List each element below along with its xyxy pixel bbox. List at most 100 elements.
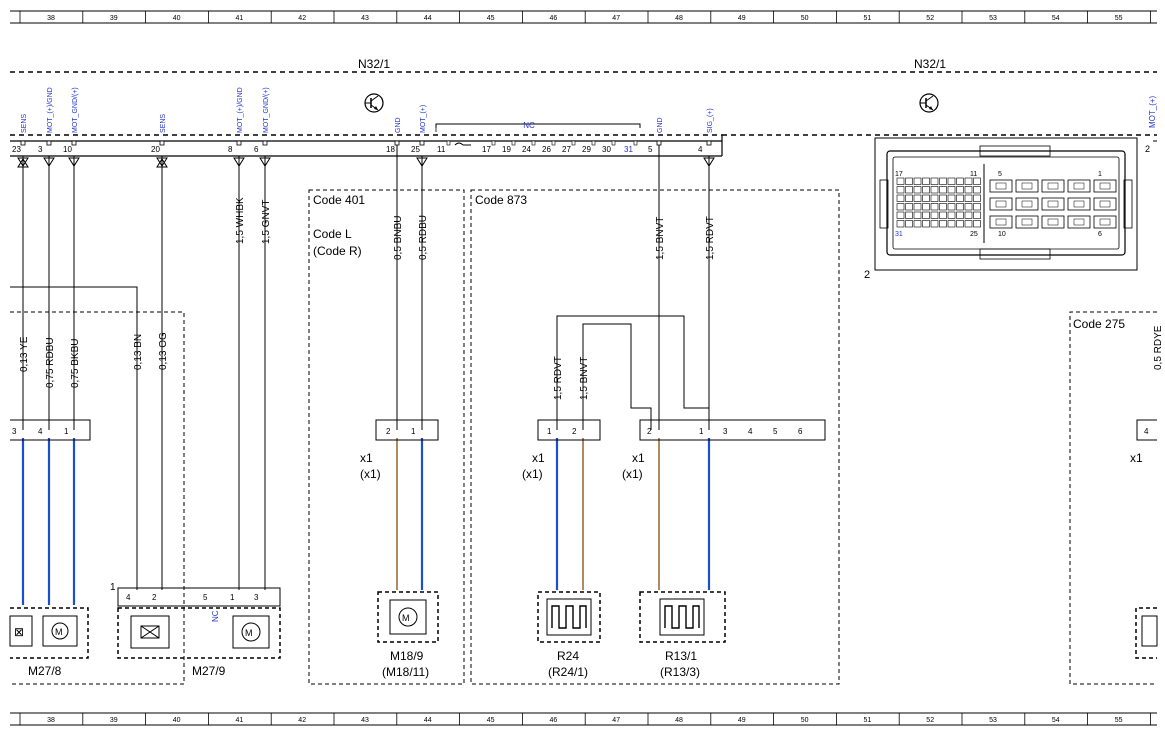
pin-number: 6 xyxy=(254,145,259,154)
svg-text:25: 25 xyxy=(970,231,978,238)
pin-number: 20 xyxy=(151,145,160,154)
svg-text:R13/1: R13/1 xyxy=(665,649,697,663)
grid-column-label: 50 xyxy=(801,717,809,724)
transistor-icon xyxy=(364,93,384,113)
svg-text:2: 2 xyxy=(386,427,391,436)
pin-signal-label: SENS xyxy=(160,114,167,133)
pin-10: MOT_GND/(+)10 xyxy=(63,87,80,167)
grid-column-label: 54 xyxy=(1052,717,1060,724)
svg-text:M27/8: M27/8 xyxy=(28,664,62,678)
pin-signal-label: MOT_(+)/GND xyxy=(47,87,54,133)
svg-text:2: 2 xyxy=(152,593,157,602)
pin-signal-label: MOT_(+)/GND xyxy=(237,87,244,133)
grid-column-label: 47 xyxy=(612,15,620,22)
wire-label: 1,5 BNVT xyxy=(579,357,590,400)
grid-column-label: 45 xyxy=(487,717,495,724)
svg-text:R24: R24 xyxy=(557,649,579,663)
x1-label: x1 xyxy=(1130,451,1143,465)
right-pin-signal: MOT_(+) xyxy=(1148,95,1157,128)
pin-6: MOT_GND/(+) 6 xyxy=(254,87,271,167)
pin-number: 23 xyxy=(12,145,21,154)
wire-label: 1,5 RDVT xyxy=(553,356,564,400)
svg-text:3: 3 xyxy=(12,427,17,436)
grid-column-label: 51 xyxy=(864,717,872,724)
nc-pin-number: 29 xyxy=(582,145,591,154)
x1-paren-label: (x1) xyxy=(622,467,643,481)
nc-pin-number: 31 xyxy=(624,145,633,154)
code-l-label: Code L xyxy=(313,227,352,241)
pin-signal-label: MOT_(+) xyxy=(420,105,427,133)
svg-text:1: 1 xyxy=(1098,171,1102,178)
grid-column-label: 40 xyxy=(173,717,181,724)
module-label-right: N32/1 xyxy=(914,57,946,71)
x1-label: x1 xyxy=(632,451,645,465)
grid-column-label: 46 xyxy=(550,717,558,724)
grid-column-label: 41 xyxy=(236,717,244,724)
nc-pin-number: 26 xyxy=(542,145,551,154)
heater-icon xyxy=(551,605,587,629)
grid-column-label: 44 xyxy=(424,15,432,22)
wire-label: 0,5 RDBU xyxy=(418,215,429,260)
nc-pin-number: 27 xyxy=(562,145,571,154)
svg-text:4: 4 xyxy=(126,593,131,602)
plug-view: 17 11 5 1 31 25 10 6 2 xyxy=(864,137,1138,281)
wire-label: 0,75 BKBU xyxy=(70,339,81,388)
component-r13-1: R13/1 (R13/3) xyxy=(639,591,726,679)
svg-text:2: 2 xyxy=(647,427,652,436)
grid-column-label: 51 xyxy=(864,15,872,22)
svg-text:3: 3 xyxy=(254,593,259,602)
connector-number-1: 1 xyxy=(110,582,116,593)
left-code-box xyxy=(10,311,185,685)
svg-text:10: 10 xyxy=(998,231,1006,238)
wire-label: 1,5 WHBK xyxy=(235,197,246,244)
svg-text:6: 6 xyxy=(1098,231,1102,238)
svg-text:4: 4 xyxy=(38,427,43,436)
wire-label: 0,13 OG xyxy=(158,332,169,370)
code-275-label: Code 275 xyxy=(1073,317,1125,331)
code-r-label: (Code R) xyxy=(313,244,362,258)
code-873-box xyxy=(470,189,840,685)
motor-icon: M xyxy=(55,627,63,637)
wire-label: 0,5 BNBU xyxy=(393,216,404,260)
svg-text:1: 1 xyxy=(699,427,704,436)
transistor-icon xyxy=(919,93,939,113)
svg-text:6: 6 xyxy=(798,427,803,436)
code-401-label: Code 401 xyxy=(313,193,365,207)
connector-left: 3 4 1 xyxy=(10,419,91,441)
grid-bottom xyxy=(10,712,1157,726)
pin-signal-label: SIG_(+) xyxy=(707,108,714,133)
grid-column-label: 52 xyxy=(926,15,934,22)
wire-label: 1,5 BNVT xyxy=(655,217,666,260)
wire-label: 1,5 GNVT xyxy=(261,200,272,244)
nc-pin-number: 30 xyxy=(602,145,611,154)
component-m27-9: M M27/9 xyxy=(117,607,281,678)
svg-text:4: 4 xyxy=(1144,427,1149,436)
grid-column-label: 54 xyxy=(1052,15,1060,22)
grid-column-label: 42 xyxy=(298,15,306,22)
grid-top xyxy=(10,10,1157,24)
nc-pin-number: 11 xyxy=(437,145,446,154)
pin-signal-label: MOT_GND/(+) xyxy=(263,87,270,133)
nc-pin-number: 19 xyxy=(502,145,511,154)
svg-text:1: 1 xyxy=(230,593,235,602)
module-label-left: N32/1 xyxy=(358,57,390,71)
x1-label: x1 xyxy=(532,451,545,465)
pin-signal-label: MOT_GND/(+) xyxy=(72,87,79,133)
pin-signal-label: GND xyxy=(657,117,664,133)
component-m18-9: M M18/9 (M18/11) xyxy=(377,591,439,679)
heater-icon xyxy=(664,605,700,629)
pin-20: SENS 20 xyxy=(151,114,168,167)
grid-column-label: 50 xyxy=(801,15,809,22)
grid-column-label: 39 xyxy=(110,717,118,724)
pin-4: SIG_(+)4 xyxy=(698,108,715,167)
valve-icon: ⊠ xyxy=(14,625,24,639)
grid-column-label: 40 xyxy=(173,15,181,22)
component-m27-8: ⊠ M M27/8 xyxy=(9,607,89,678)
x1-label: x1 xyxy=(360,451,373,465)
svg-text:1: 1 xyxy=(64,427,69,436)
wire-label: 0,5 RDYE xyxy=(1153,325,1164,370)
